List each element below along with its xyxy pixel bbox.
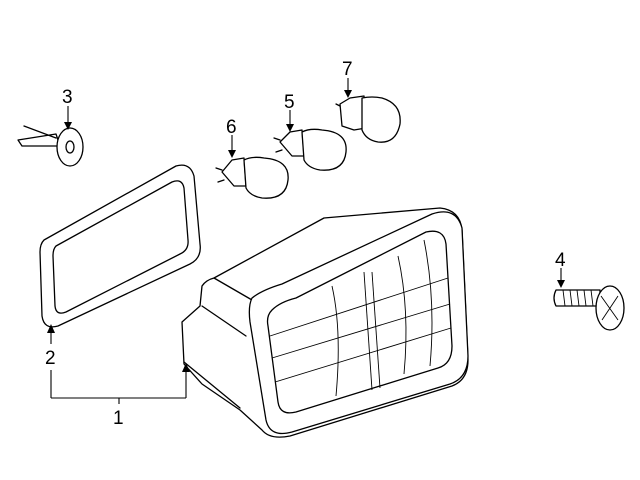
callout-5: 5 xyxy=(284,92,295,113)
retainer-clip-part[interactable] xyxy=(17,125,84,167)
callout-7: 7 xyxy=(342,59,353,80)
callout-6: 6 xyxy=(226,117,237,138)
lamp-assembly-part[interactable] xyxy=(181,207,469,438)
bulb-5-part[interactable] xyxy=(273,128,347,171)
leader-lines xyxy=(47,78,565,404)
bulb-7-part[interactable] xyxy=(335,95,401,143)
callout-4: 4 xyxy=(555,250,566,271)
callout-1: 1 xyxy=(113,408,124,429)
gasket-part[interactable] xyxy=(39,164,201,328)
callout-3: 3 xyxy=(62,87,73,108)
screw-part[interactable] xyxy=(553,285,625,331)
bulb-6-part[interactable] xyxy=(215,156,289,199)
callout-2: 2 xyxy=(45,348,56,369)
